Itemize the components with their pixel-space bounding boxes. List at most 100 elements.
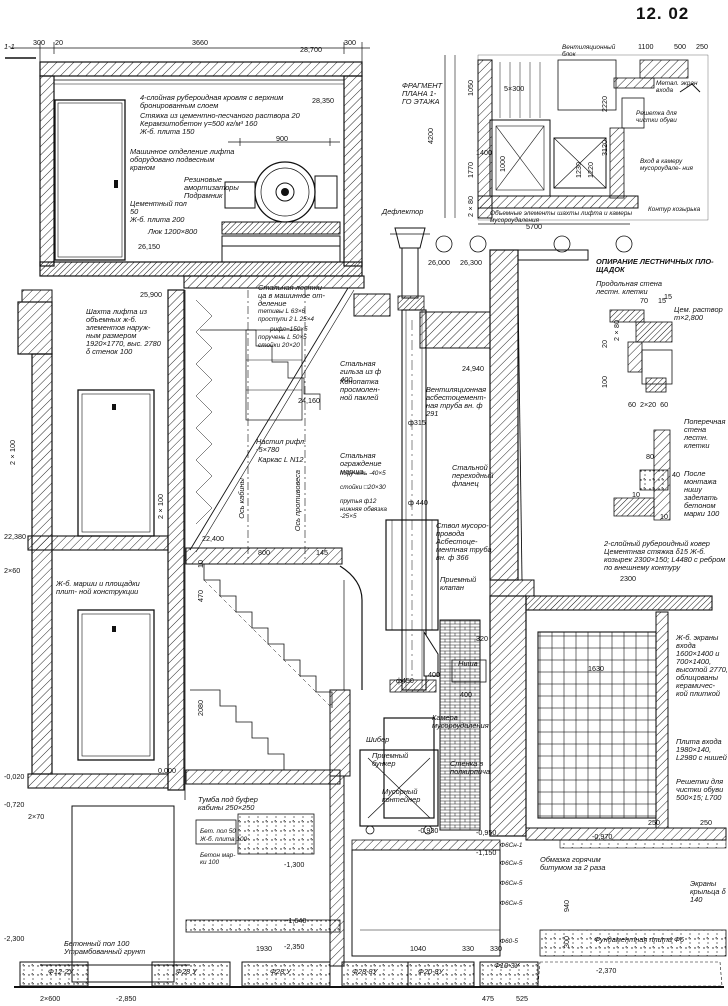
- bottom-dim: 525: [516, 994, 528, 1003]
- plan-dim: 250: [696, 42, 708, 51]
- note-asbestos-pipe: Вентиляционная асбестоцемент- ная труба …: [426, 385, 487, 418]
- staircase: [183, 275, 365, 967]
- bottom-dim: 1930: [256, 944, 272, 953]
- note-chamber: Камера мусороудаления: [432, 713, 489, 730]
- note-roofing-2: 2-слойный рубероидный ковер Цементная ст…: [604, 539, 726, 572]
- note-after-mount: После монтажа нишу заделать бетоном марк…: [684, 469, 720, 518]
- note-posts: поручень L 50×5: [258, 334, 307, 341]
- note-cabin-axis: Ось кабины: [237, 478, 246, 519]
- elevation-mark: -0,950: [476, 828, 497, 837]
- waste-container: [359, 749, 439, 827]
- dim-15: 15: [658, 296, 666, 305]
- misc-dim: 400: [428, 670, 440, 679]
- foundation-mark: Ф10-3У: [494, 961, 520, 970]
- bottom-dim: 250: [700, 818, 712, 827]
- note-slab: Ж-б. плита 150: [140, 127, 195, 136]
- elevation-mark: -0,720: [4, 800, 25, 809]
- note-hatch: Люк 1200×800: [148, 227, 198, 236]
- note-screed: Стяжка из цементно-песчаного раствора 20: [140, 111, 300, 120]
- plan-label: Объемные элементы шахты лифта и камеры м…: [490, 210, 633, 224]
- plan-label: Вход в камеру мусороудале- ния: [640, 158, 693, 172]
- misc-dim: 145: [316, 548, 328, 557]
- foundation-mark: Ф6Сн-5: [500, 900, 523, 907]
- note-treads: проступи 2 L 25×4: [258, 316, 314, 323]
- note-machine-room: Машинное отделение лифта оборудовано под…: [130, 147, 235, 172]
- misc-dim: 10: [660, 512, 668, 521]
- note-ceramzit: Керамзитобетон γ=500 кг/м³ 160: [140, 119, 258, 128]
- note-screens: Ж-б. экраны входа 1600×1400 и 700×1400, …: [676, 633, 728, 698]
- note-cw-axis: Ось противовеса: [293, 470, 302, 532]
- bottom-dim: 330: [462, 944, 474, 953]
- note-steel-flange: Стальной переходный фланец: [452, 463, 494, 488]
- diam-440: ф 440: [408, 498, 428, 507]
- elevation-mark: 22,380: [4, 532, 26, 541]
- misc-dim: 2×60: [4, 566, 21, 575]
- elevation-mark: -0,930: [418, 826, 439, 835]
- elevation-mark: -2,370: [596, 966, 617, 975]
- diam-315: ф315: [408, 418, 426, 427]
- note-platform: Настил рифл. -5×780: [256, 437, 307, 454]
- note-rubber: Резиновые амортизаторы Подрамник: [184, 175, 239, 200]
- note-screens-sm: Экраны крыльца δ 140: [690, 879, 726, 904]
- garbage-chute: [351, 227, 501, 957]
- plan-fragment: [435, 54, 709, 253]
- note-gratings: Решетки для чистки обуви 500×15; L700: [676, 777, 724, 802]
- foundation-mark: Ф6Сн-1: [500, 842, 523, 849]
- plan-label: Решетка для чистки обуви: [636, 110, 677, 124]
- misc-dim: 800: [258, 548, 270, 557]
- misc-dim: 40: [672, 470, 680, 479]
- note-deflector: Дефлектор: [382, 207, 424, 216]
- plan-dim: 1230: [574, 162, 583, 178]
- note-bitumen: Обмазка горячим битумом за 2 раза: [540, 855, 606, 872]
- note-shaft: Шахта лифта из объемных ж-б. элементов н…: [86, 307, 161, 356]
- note-buffer: Тумба под буфер кабины 250×250: [198, 795, 258, 812]
- note-long-wall: Продольная стена лестн. клетки: [596, 279, 662, 296]
- elevation-mark: -2,850: [116, 994, 137, 1003]
- foundation-mark: Ф6Сн-5: [500, 860, 523, 867]
- machine-room-door: [54, 99, 126, 261]
- bottom-dim: 300: [562, 936, 571, 948]
- misc-dim: 80: [646, 452, 654, 461]
- note-balusters: стойки □20×30: [340, 484, 386, 491]
- plan-dim: 1220: [586, 162, 595, 178]
- support-title: ОПИРАНИЕ ЛЕСТНИЧНЫХ ПЛО- ЩАДОК: [596, 257, 714, 274]
- elevation-mark: 24,160: [298, 396, 320, 405]
- misc-dim: 400: [460, 690, 472, 699]
- note-niche: Ниша: [458, 659, 478, 668]
- bottom-dim: 2×600: [40, 994, 61, 1003]
- misc-dim: 100: [600, 376, 609, 388]
- foundation-mark: Ф28 У: [176, 967, 197, 976]
- plan-dim: 2×80: [466, 196, 475, 217]
- elevation-mark: -2,300: [4, 934, 25, 943]
- receiving-valve: [423, 630, 439, 677]
- plan-dim: 5700: [526, 222, 542, 231]
- elevation-mark: 26,300: [460, 258, 482, 267]
- foundation-mark: Ф6Сн-5: [500, 880, 523, 887]
- note-base-floor: Бетонный пол 100 Утрамбованный грунт: [64, 939, 146, 956]
- dim-top-3: 3660: [192, 38, 208, 47]
- plan-label: Метал. экран входа: [656, 80, 698, 94]
- shaft-door-upper: [77, 389, 155, 537]
- bottom-dim: 1630: [588, 664, 604, 673]
- dim-top-5: 300: [344, 38, 356, 47]
- note-rc-plate: Ж-б. плита 100: [200, 836, 248, 843]
- elevation-mark: -2,350: [284, 942, 305, 951]
- note-bottom-tie: нижняя обвязка -25×5: [340, 506, 387, 520]
- note-steel-sleeve: Стальная гильза из ф 400: [340, 359, 382, 384]
- elevation-mark: -1,640: [286, 916, 307, 925]
- misc-dim: 20: [600, 340, 609, 348]
- elevation-mark: -1,150: [476, 848, 497, 857]
- entrance-porch: [525, 595, 727, 957]
- elevation-mark: -0,970: [592, 832, 613, 841]
- elevation-mark: 26,000: [428, 258, 450, 267]
- misc-dim: 2080: [196, 700, 205, 716]
- deflector: [394, 227, 426, 249]
- foundation-mark: Ф28-8У: [352, 967, 378, 976]
- misc-dim: 2×100: [8, 440, 17, 465]
- misc-dim: 470: [196, 590, 205, 602]
- elevation-mark: 26,150: [138, 242, 160, 251]
- plan-dim: 2220: [600, 96, 609, 112]
- misc-dim: 15: [664, 292, 672, 301]
- diam-450: ф450: [396, 676, 414, 685]
